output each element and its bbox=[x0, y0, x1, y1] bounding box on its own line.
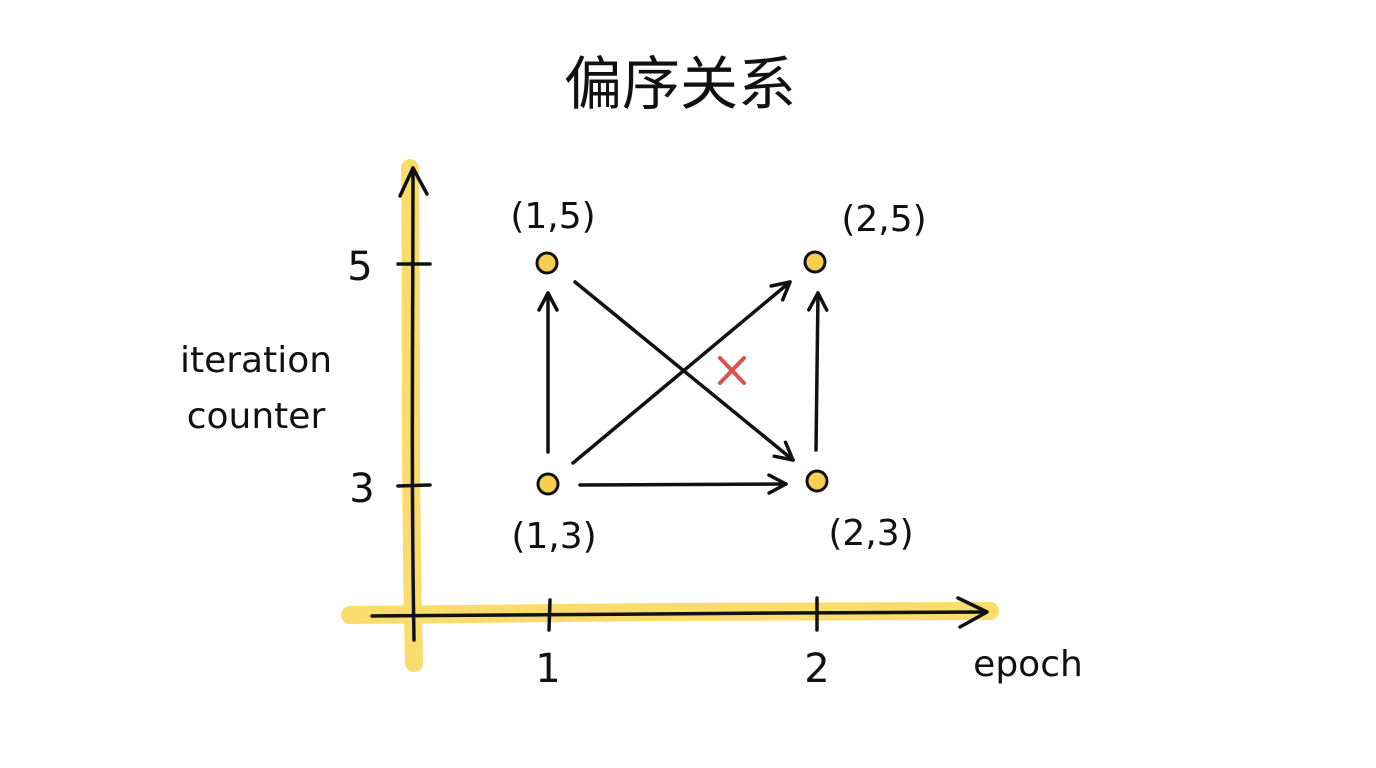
y-tick-3 bbox=[396, 483, 432, 488]
y-axis-label-line2: counter bbox=[187, 396, 326, 437]
x-axis-line bbox=[370, 610, 987, 618]
cross-icon bbox=[718, 356, 746, 385]
y-tick-label-5: 5 bbox=[347, 244, 372, 290]
node-2-3 bbox=[805, 469, 829, 493]
y-axis-arrowhead bbox=[398, 166, 429, 198]
y-axis-line bbox=[410, 166, 416, 642]
x-tick-label-2: 2 bbox=[804, 646, 829, 692]
y-tick-label-3: 3 bbox=[349, 466, 374, 512]
node-1-5 bbox=[535, 251, 559, 275]
x-axis-arrowhead bbox=[956, 596, 989, 629]
edge-13-to-23 bbox=[578, 473, 788, 495]
diagram-title: 偏序关系 bbox=[564, 50, 796, 118]
node-1-3 bbox=[536, 472, 560, 496]
node-label-2-5: (2,5) bbox=[841, 199, 926, 240]
x-tick-1 bbox=[547, 598, 552, 632]
edge-23-to-25 bbox=[807, 291, 829, 452]
x-tick-label-1: 1 bbox=[535, 646, 560, 692]
edge-13-to-25 bbox=[571, 280, 792, 465]
x-axis-label: epoch bbox=[973, 644, 1083, 685]
edge-15-to-23-invalid bbox=[573, 280, 795, 462]
node-label-2-3: (2,3) bbox=[828, 513, 913, 554]
node-label-1-3: (1,3) bbox=[511, 516, 596, 557]
y-axis-label-line1: iteration bbox=[180, 340, 332, 381]
node-label-1-5: (1,5) bbox=[510, 196, 595, 237]
node-2-5 bbox=[803, 250, 827, 274]
